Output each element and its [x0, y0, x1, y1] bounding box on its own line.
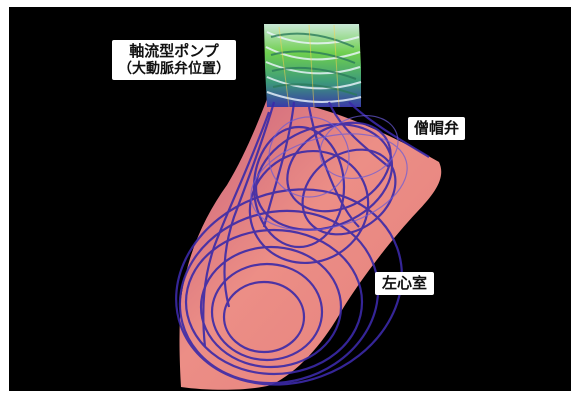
left-ventricle-label: 左心室	[375, 272, 434, 295]
pump-label-line2: （大動脈弁位置）	[118, 62, 230, 77]
simulation-image: 軸流型ポンプ （大動脈弁位置） 僧帽弁 左心室	[9, 7, 571, 391]
mitral-valve-label: 僧帽弁	[408, 117, 465, 140]
pump-label: 軸流型ポンプ （大動脈弁位置）	[112, 40, 236, 80]
pump-label-line1: 軸流型ポンプ	[118, 43, 230, 60]
heart-flow-illustration	[9, 7, 571, 391]
axial-pump	[264, 24, 361, 107]
